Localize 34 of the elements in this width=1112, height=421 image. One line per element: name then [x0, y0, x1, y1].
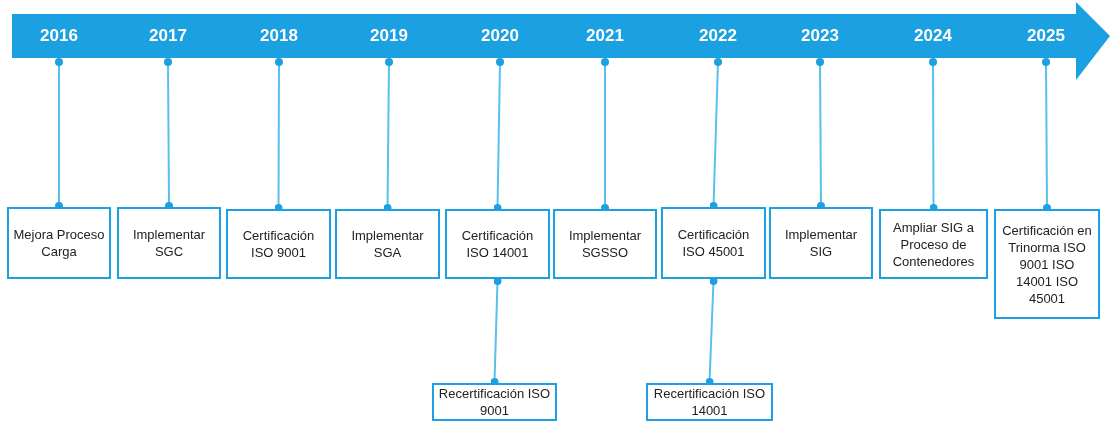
connector-line [1042, 58, 1051, 212]
connector-line [601, 58, 609, 212]
year-label: 2025 [1027, 26, 1065, 46]
connector-line [490, 277, 502, 386]
connector-line [929, 58, 938, 212]
year-label: 2019 [370, 26, 408, 46]
event-box: Mejora Proceso Carga [7, 207, 111, 279]
year-label: 2017 [149, 26, 187, 46]
connector-line [164, 58, 173, 210]
year-label: 2020 [481, 26, 519, 46]
year-label: 2021 [586, 26, 624, 46]
event-box: Recertificación ISO 14001 [646, 383, 773, 421]
event-box: Implementar SGC [117, 207, 221, 279]
connector-line [493, 58, 504, 212]
event-box: Ampliar SIG a Proceso de Contenedores [879, 209, 988, 279]
year-label: 2023 [801, 26, 839, 46]
event-box: Certificación en Trinorma ISO 9001 ISO 14001 ISO 45001 [994, 209, 1100, 319]
event-box: Certificación ISO 9001 [226, 209, 331, 279]
event-box: Implementar SGSSO [553, 209, 657, 279]
connector-line [274, 58, 283, 212]
year-label: 2016 [40, 26, 78, 46]
year-label: 2024 [914, 26, 952, 46]
year-label: 2022 [699, 26, 737, 46]
event-box: Recertificación ISO 9001 [432, 383, 557, 421]
connector-line [816, 58, 825, 210]
connector-line [55, 58, 63, 210]
event-box: Implementar SIG [769, 207, 873, 279]
event-box: Certificación ISO 45001 [661, 207, 766, 279]
event-box: Implementar SGA [335, 209, 440, 279]
event-box: Certificación ISO 14001 [445, 209, 550, 279]
connector-line [705, 277, 718, 386]
year-label: 2018 [260, 26, 298, 46]
connector-line [709, 58, 722, 210]
connector-line [383, 58, 393, 212]
